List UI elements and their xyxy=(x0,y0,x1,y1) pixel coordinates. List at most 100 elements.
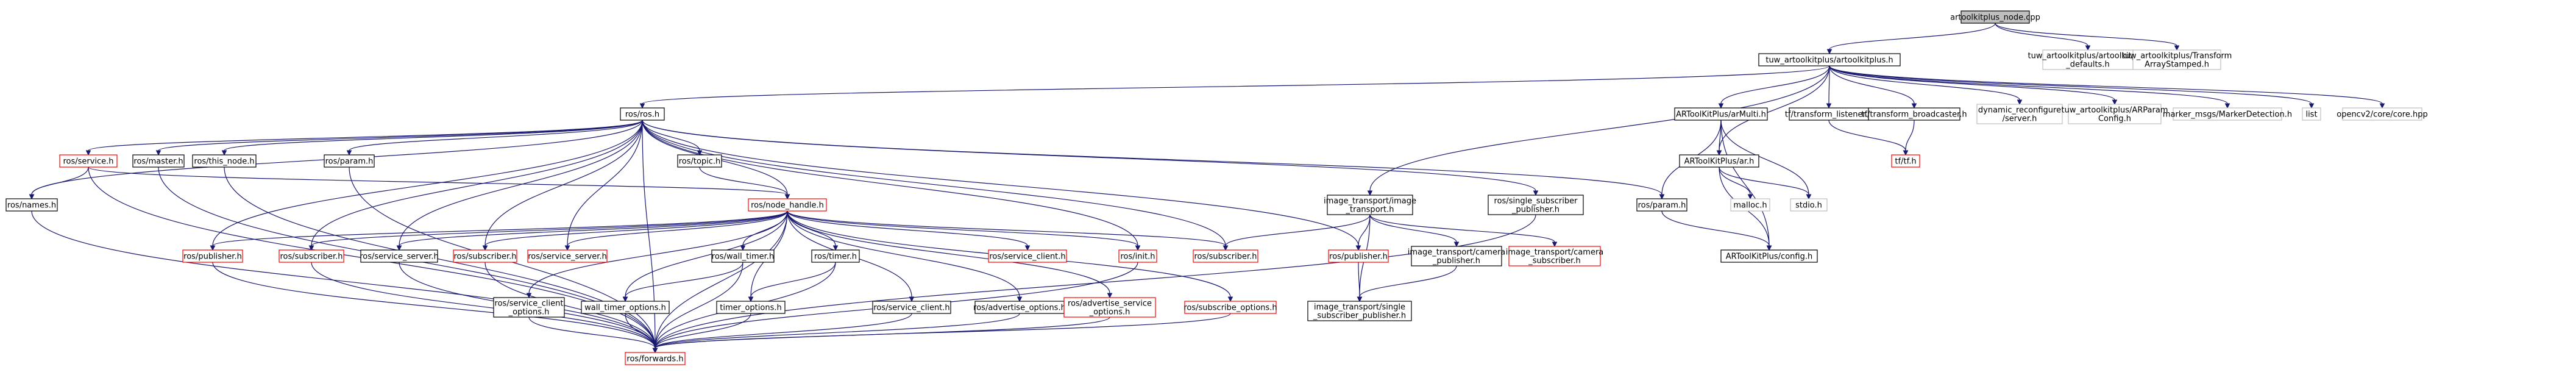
node-ros-wall-timer[interactable]: ros/wall_timer.h xyxy=(711,249,775,263)
edge-ros_wall_timer-to-ros_wall_timer_opts xyxy=(622,262,743,302)
edge-ros_node_handle-to-ros_subscriber_a xyxy=(308,210,788,251)
node-armulti[interactable]: ARToolKitPlus/arMulti.h xyxy=(1674,107,1768,121)
edge-line xyxy=(655,262,743,349)
node-ros-service-client-opts[interactable]: ros/service_client_options.h xyxy=(493,297,565,318)
node-malloc[interactable]: malloc.h xyxy=(1730,198,1770,212)
node-dyn-reconf[interactable]: dynamic_reconfigure/server.h xyxy=(1976,104,2063,124)
node-ros-subscriber-c[interactable]: ros/subscriber.h xyxy=(1193,249,1258,263)
edge-arrowhead xyxy=(1017,296,1023,302)
node-label: ArrayStamped.h xyxy=(2145,60,2209,70)
edge-tuw_main-to-dyn_reconf xyxy=(1829,65,2023,105)
edge-line xyxy=(528,210,788,294)
edge-ros_ros-to-ros_param_a xyxy=(346,120,643,156)
edge-line xyxy=(655,210,788,349)
node-tf-listener[interactable]: tf/transform_listener.h xyxy=(1785,107,1873,121)
node-ros-service-client-b[interactable]: ros/service_client.h xyxy=(872,301,951,314)
node-it-camera-pub[interactable]: image_transport/camera_publisher.h xyxy=(1408,246,1506,266)
edge-root-to-tuw_transform xyxy=(1995,23,2180,51)
node-box xyxy=(1118,249,1157,263)
node-box xyxy=(1976,104,2063,124)
node-ros-subscriber-b[interactable]: ros/subscriber.h xyxy=(453,249,517,263)
node-ros-service-server-b[interactable]: ros/service_server.h xyxy=(527,249,608,263)
node-box xyxy=(988,249,1067,263)
node-label: ros/service_client.h xyxy=(989,252,1065,262)
node-image-transport[interactable]: image_transport/image_transport.h xyxy=(1324,195,1416,215)
node-ros-this-node[interactable]: ros/this_node.h xyxy=(192,154,257,168)
node-ros-advertise-service-opts[interactable]: ros/advertise_service_options.h xyxy=(1063,297,1156,318)
node-box xyxy=(1307,301,1412,321)
node-label: tuw_artoolkitplus/ARParam xyxy=(2061,106,2168,115)
edge-arrowhead xyxy=(652,348,658,354)
node-ros-param-a[interactable]: ros/param.h xyxy=(324,154,375,168)
node-label: ARToolKitPlus/arMulti.h xyxy=(1676,110,1766,120)
node-ros-init[interactable]: ros/init.h xyxy=(1118,249,1157,263)
node-ros-ros[interactable]: ros/ros.h xyxy=(620,107,665,121)
edge-tuw_main-to-opencv xyxy=(1829,65,2385,109)
node-ros-publisher-b[interactable]: ros/publisher.h xyxy=(1328,249,1389,263)
node-ros-service-client-a[interactable]: ros/service_client.h xyxy=(988,249,1067,263)
node-ros-wall-timer-opts[interactable]: wall_timer_options.h xyxy=(581,301,670,314)
node-box xyxy=(5,198,58,212)
node-label: list xyxy=(2305,110,2317,120)
edge-arrowhead xyxy=(1552,241,1558,248)
node-label: ros/service.h xyxy=(63,157,113,166)
node-tf-broadcaster[interactable]: tf/transform_broadcaster.h xyxy=(1861,107,1967,121)
node-it-single-sub-pub[interactable]: image_transport/single_subscriber_publis… xyxy=(1307,301,1412,321)
edge-arrowhead xyxy=(1024,245,1031,251)
node-box xyxy=(716,301,786,314)
node-ros-forwards[interactable]: ros/forwards.h xyxy=(625,352,686,365)
edge-line xyxy=(787,210,1028,246)
node-ros-advertise-opts[interactable]: ros/advertise_options.h xyxy=(973,301,1066,314)
edge-line xyxy=(349,120,643,151)
node-ros-timer-opts[interactable]: timer_options.h xyxy=(716,301,786,314)
node-tuw-defaults[interactable]: tuw_artoolkitplus/artoolkitplus_defaults… xyxy=(2028,49,2148,70)
edge-line xyxy=(1358,262,1360,298)
node-ros-service[interactable]: ros/service.h xyxy=(59,154,118,168)
node-ros-topic[interactable]: ros/topic.h xyxy=(677,154,722,168)
node-tuw-main[interactable]: tuw_artoolkitplus/artoolkitplus.h xyxy=(1758,53,1901,66)
node-ros-service-server-a[interactable]: ros/service_server.h xyxy=(360,249,439,263)
node-ros-node-handle[interactable]: ros/node_handle.h xyxy=(748,198,827,212)
edge-arrowhead xyxy=(1659,194,1665,200)
edge-tuw_main-to-armulti xyxy=(1718,65,1830,109)
edge-ros_names-to-ros_forwards xyxy=(31,210,658,354)
node-marker-msgs[interactable]: marker_msgs/MarkerDetection.h xyxy=(2163,107,2292,121)
node-box xyxy=(1193,249,1258,263)
edge-arrowhead xyxy=(1826,103,1832,109)
node-label: opencv2/core/core.hpp xyxy=(2336,110,2428,120)
edge-arrowhead xyxy=(1718,103,1724,109)
node-it-camera-sub[interactable]: image_transport/camera_subscriber.h xyxy=(1506,246,1604,266)
edge-line xyxy=(655,214,1536,349)
node-ros-param-b[interactable]: ros/param.h xyxy=(1636,198,1687,212)
node-ros-master[interactable]: ros/master.h xyxy=(132,154,185,168)
node-stdio[interactable]: stdio.h xyxy=(1790,198,1828,212)
node-box xyxy=(620,107,665,121)
node-tf-tf[interactable]: tf/tf.h xyxy=(1891,154,1920,168)
node-box xyxy=(527,249,608,263)
node-ros-publisher-a[interactable]: ros/publisher.h xyxy=(182,249,243,263)
edge-ros_node_handle-to-ros_advertise_service_opts xyxy=(787,210,1113,299)
node-ros-single-sub[interactable]: ros/single_subscriber_publisher.h xyxy=(1488,195,1584,215)
edge-line xyxy=(1829,65,2020,101)
node-box xyxy=(2342,107,2422,121)
node-box xyxy=(581,301,670,314)
node-label: ros/service_client xyxy=(495,299,564,309)
node-tuw-transform[interactable]: tuw_artoolkitplus/TransformArrayStamped.… xyxy=(2122,49,2232,70)
node-ar-h[interactable]: ARToolKitPlus/ar.h xyxy=(1679,154,1759,168)
node-box xyxy=(1184,301,1277,314)
edge-line xyxy=(787,210,1226,246)
node-box xyxy=(748,198,827,212)
node-ros-names[interactable]: ros/names.h xyxy=(5,198,58,212)
node-opencv[interactable]: opencv2/core/core.hpp xyxy=(2336,107,2428,121)
node-ros-subscriber-a[interactable]: ros/subscriber.h xyxy=(279,249,344,263)
node-ros-subscribe-opts[interactable]: ros/subscribe_options.h xyxy=(1183,301,1277,314)
node-arconfig[interactable]: ARToolKitPlus/config.h xyxy=(1720,249,1818,263)
edge-tuw_main-to-marker_msgs xyxy=(1829,65,2230,109)
edge-line xyxy=(655,313,1231,349)
edge-arrowhead xyxy=(2017,99,2023,105)
node-box xyxy=(1674,107,1768,121)
edge-line xyxy=(1369,65,1830,191)
node-ros-timer[interactable]: ros/timer.h xyxy=(811,249,860,263)
node-list[interactable]: list xyxy=(2302,107,2321,121)
